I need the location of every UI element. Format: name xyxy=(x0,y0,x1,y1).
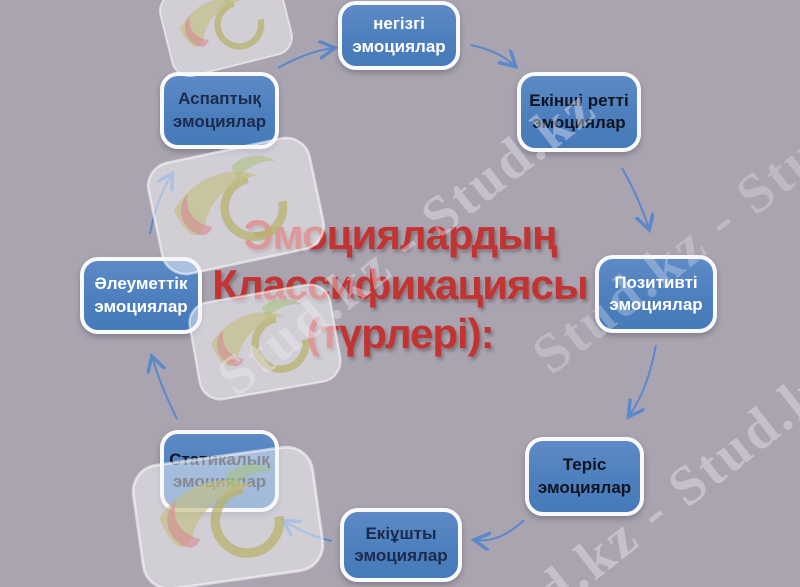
node-label: эмоциялар xyxy=(94,296,188,316)
node-label: Теріс xyxy=(562,455,607,475)
arrow-aleumettik-to-aspaptyk xyxy=(149,174,172,235)
node-label: Позитивті xyxy=(614,272,698,292)
node-label: эмоциялар xyxy=(532,113,626,132)
node-label: эмоциялар xyxy=(352,36,446,56)
node-instrumental-emotions: Аспаптық эмоциялар xyxy=(160,72,279,149)
node-label: эмоциялар xyxy=(354,546,448,565)
node-label: эмоциялар xyxy=(172,111,267,131)
arrow-negizgi-to-ekinshi xyxy=(470,44,515,66)
node-label: Екіұшты xyxy=(365,523,437,543)
node-label: Аспаптық xyxy=(178,89,261,109)
arrow-ekiushty-to-statikalyk xyxy=(284,521,333,542)
arrow-pozitivti-to-teris xyxy=(629,344,657,416)
arrow-ekinshi-to-pozitivti xyxy=(621,167,649,229)
node-label: Әлеуметтік xyxy=(94,274,188,294)
node-label: Екінші ретті xyxy=(529,90,629,110)
node-negative-emotions: Теріс эмоциялар xyxy=(525,437,644,516)
node-label: эмоциялар xyxy=(609,295,703,314)
node-ambivalent-emotions: Екіұшты эмоциялар xyxy=(340,508,462,582)
arrow-statikalyk-to-aleumettik xyxy=(152,357,178,420)
node-negizgi-emotions: негізгі эмоциялар xyxy=(338,1,460,70)
node-label: негізгі xyxy=(373,14,425,34)
node-social-emotions: Әлеуметтік эмоциялар xyxy=(80,257,202,334)
node-label: эмоциялар xyxy=(172,472,267,491)
arrow-aspaptyk-to-negizgi xyxy=(277,48,334,69)
node-label: Статикалық xyxy=(169,449,270,469)
node-static-emotions: Статикалық эмоциялар xyxy=(160,430,279,512)
arrow-teris-to-ekiushty xyxy=(475,519,525,540)
node-secondary-emotions: Екінші ретті эмоциялар xyxy=(517,72,641,152)
node-positive-emotions: Позитивті эмоциялар xyxy=(595,255,717,333)
node-label: эмоциялар xyxy=(537,477,632,497)
